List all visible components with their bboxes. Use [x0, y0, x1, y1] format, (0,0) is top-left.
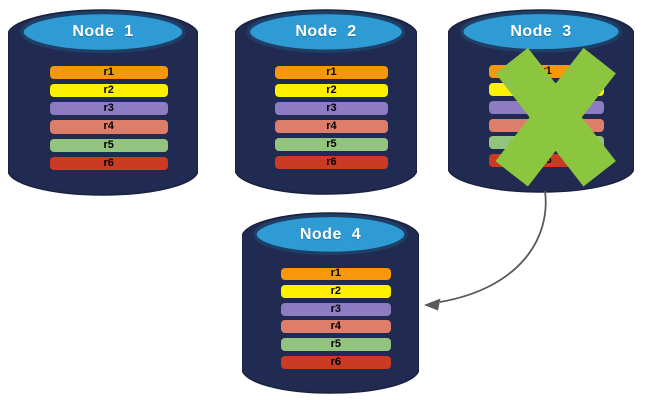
row-r1: r1 [280, 267, 391, 281]
node-title: Node 3 [510, 22, 572, 40]
row-r2: r2 [488, 82, 605, 96]
node-4: Node 4 r1 r2 r3 r4 r5 r6 [242, 212, 419, 394]
row-r6: r6 [49, 156, 168, 170]
row-r5: r5 [280, 338, 391, 351]
row-r1: r1 [49, 66, 168, 80]
row-list: r1 r2 r3 r4 r5 r6 [275, 65, 388, 169]
row-r3: r3 [280, 302, 391, 316]
node-title: Node 4 [299, 225, 362, 243]
row-list: r1 r2 r3 r4 r5 r6 [280, 267, 391, 369]
node-title: Node 2 [295, 23, 357, 41]
row-list: r1 r2 r3 r4 r5 r6 [488, 65, 605, 168]
row-r3: r3 [275, 101, 388, 115]
cylinder-top [20, 10, 186, 54]
node-2: Node 2 r1 r2 r3 r4 r5 r6 [235, 9, 417, 195]
row-r5: r5 [49, 138, 168, 152]
row-r3: r3 [488, 100, 605, 114]
row-r1: r1 [275, 65, 388, 79]
row-r6: r6 [280, 355, 391, 369]
row-r3: r3 [49, 102, 168, 116]
cylinder-top [253, 213, 408, 256]
row-r5: r5 [275, 137, 388, 151]
row-r5: r5 [488, 136, 605, 150]
arrow-head [424, 298, 441, 311]
node-3: Node 3 r1 r2 r3 r4 r5 r6 [448, 9, 634, 193]
row-r4: r4 [280, 320, 391, 334]
row-r4: r4 [488, 118, 605, 132]
row-r1: r1 [488, 65, 605, 78]
row-r2: r2 [275, 83, 388, 97]
row-r6: r6 [275, 155, 388, 169]
row-r4: r4 [49, 120, 168, 134]
row-r4: r4 [275, 119, 388, 133]
node-1: Node 1 r1 r2 r3 r4 r5 r6 [8, 9, 198, 196]
row-r2: r2 [49, 84, 168, 98]
arrow-curve [439, 190, 547, 303]
row-r6: r6 [488, 154, 605, 168]
node-title: Node 1 [72, 23, 134, 41]
cylinder-top [246, 10, 406, 54]
row-r2: r2 [280, 285, 391, 298]
row-list: r1 r2 r3 r4 r5 r6 [49, 66, 168, 170]
